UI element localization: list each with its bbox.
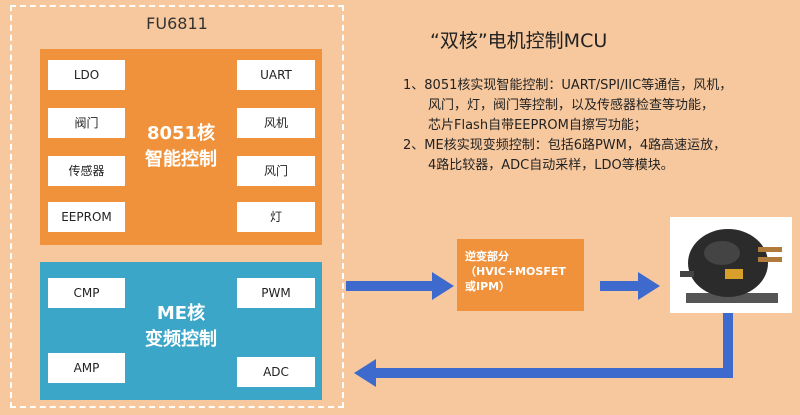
desc-line-5: 4路比较器，ADC自动采样，LDO等模块。 xyxy=(428,158,674,173)
arrow-to-motor xyxy=(600,272,660,300)
module-cmp: CMP xyxy=(48,278,125,308)
module-ldo: LDO xyxy=(48,60,125,90)
inverter-block: 逆变部分 （HVIC+MOSFET 或IPM） xyxy=(457,239,584,311)
inverter-line1: 逆变部分 xyxy=(465,250,509,263)
module-uart: UART xyxy=(237,60,315,90)
desc-line-2: 风门，灯，阀门等控制，以及传感器检查等功能， xyxy=(428,98,715,113)
module-fan: 风机 xyxy=(237,108,315,138)
core-me-label-line2: 变频控制 xyxy=(145,329,217,350)
module-pwm: PWM xyxy=(237,278,315,308)
module-amp: AMP xyxy=(48,353,125,383)
inverter-line3: 或IPM） xyxy=(465,280,511,293)
core-me-label: ME核 变频控制 xyxy=(125,301,237,353)
core-8051-label: 8051核 智能控制 xyxy=(125,121,237,173)
chip-title: FU6811 xyxy=(146,14,208,33)
arrow-feedback xyxy=(354,312,733,387)
module-light: 灯 xyxy=(237,202,315,232)
compressor-image xyxy=(670,217,792,313)
compressor-icon xyxy=(680,229,782,303)
core-8051-label-line1: 8051核 xyxy=(146,123,216,144)
module-adc: ADC xyxy=(237,357,315,387)
chip-boundary xyxy=(10,5,344,408)
desc-line-1: 1、8051核实现智能控制：UART/SPI/IIC等通信，风机， xyxy=(403,78,733,93)
module-eeprom: EEPROM xyxy=(48,202,125,232)
main-title: “双核”电机控制MCU xyxy=(430,30,608,52)
core-8051-label-line2: 智能控制 xyxy=(145,149,217,170)
desc-line-3: 芯片Flash自带EEPROM自擦写功能； xyxy=(428,118,647,133)
module-sensor: 传感器 xyxy=(48,156,125,186)
module-valve: 阀门 xyxy=(48,108,125,138)
desc-line-4: 2、ME核实现变频控制：包括6路PWM，4路高速运放， xyxy=(403,138,727,153)
inverter-line2: （HVIC+MOSFET xyxy=(465,265,566,278)
core-me-label-line1: ME核 xyxy=(156,303,206,324)
arrow-to-inverter xyxy=(346,272,454,300)
module-damper: 风门 xyxy=(237,156,315,186)
description: 1、8051核实现智能控制：UART/SPI/IIC等通信，风机， 风门，灯，阀… xyxy=(403,76,788,176)
